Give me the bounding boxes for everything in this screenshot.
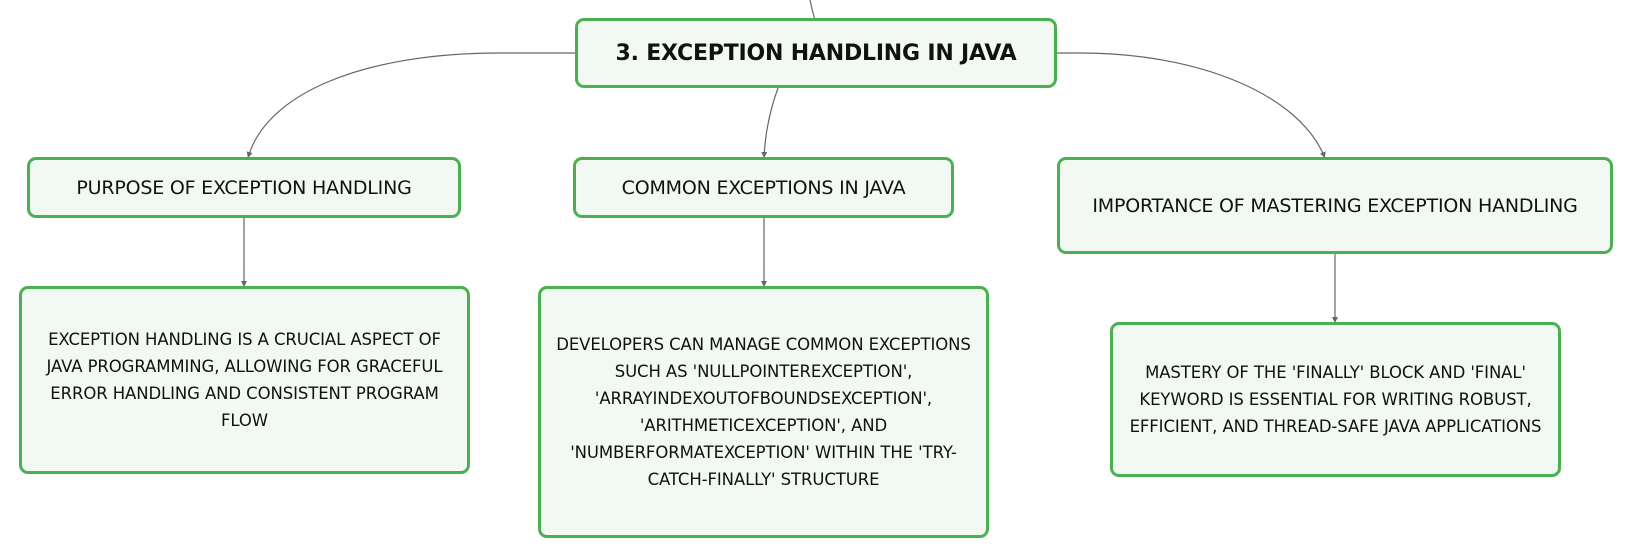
detail-node-common-exceptions[interactable]: DEVELOPERS CAN MANAGE COMMON EXCEPTIONS … — [538, 286, 989, 538]
topic-node-common-exceptions[interactable]: COMMON EXCEPTIONS IN JAVA — [573, 157, 954, 218]
topic-node-purpose-label: PURPOSE OF EXCEPTION HANDLING — [76, 176, 412, 199]
detail-node-common-exceptions-text: DEVELOPERS CAN MANAGE COMMON EXCEPTIONS … — [556, 335, 971, 489]
incoming-connector — [809, 0, 816, 21]
topic-node-purpose[interactable]: PURPOSE OF EXCEPTION HANDLING — [27, 157, 461, 218]
root-node[interactable]: 3. EXCEPTION HANDLING IN JAVA — [575, 18, 1057, 88]
connector-root-to-common — [761, 87, 779, 159]
topic-node-common-exceptions-label: COMMON EXCEPTIONS IN JAVA — [621, 176, 906, 199]
topic-node-importance-label: IMPORTANCE OF MASTERING EXCEPTION HANDLI… — [1092, 194, 1578, 217]
detail-node-purpose-text: EXCEPTION HANDLING IS A CRUCIAL ASPECT O… — [46, 330, 443, 430]
root-node-label: 3. EXCEPTION HANDLING IN JAVA — [615, 40, 1017, 66]
detail-node-purpose[interactable]: EXCEPTION HANDLING IS A CRUCIAL ASPECT O… — [19, 286, 470, 474]
topic-node-importance[interactable]: IMPORTANCE OF MASTERING EXCEPTION HANDLI… — [1057, 157, 1613, 254]
connector-root-to-importance — [1056, 52, 1326, 159]
connector-root-to-purpose — [246, 52, 576, 159]
detail-node-importance[interactable]: MASTERY OF THE 'FINALLY' BLOCK AND 'FINA… — [1110, 322, 1561, 477]
detail-node-importance-text: MASTERY OF THE 'FINALLY' BLOCK AND 'FINA… — [1129, 363, 1542, 436]
